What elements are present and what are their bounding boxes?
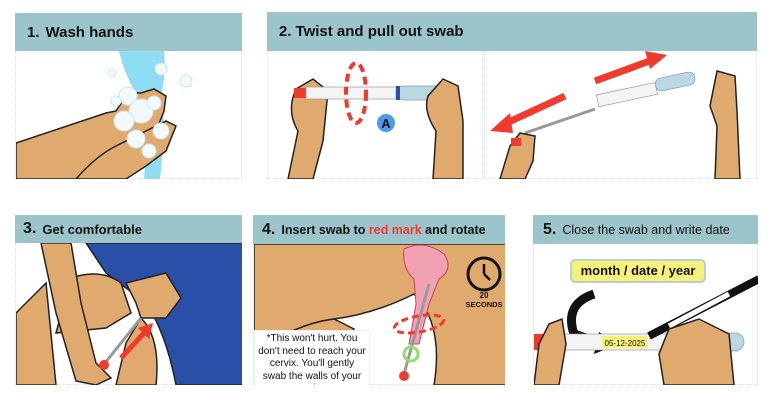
step-title-highlight: red mark: [368, 222, 422, 237]
step-1-panel: 1. Wash hands: [15, 13, 242, 179]
svg-text:SECONDS: SECONDS: [465, 300, 502, 309]
twist-swab-illustration: A: [267, 51, 483, 179]
step-number: 5.: [543, 220, 557, 238]
rotate-arrow-icon: [344, 61, 368, 125]
left-arrow-icon: [490, 113, 513, 133]
red-mark-highlight-icon: [402, 345, 420, 363]
step-title: Close the swab and write date: [562, 222, 730, 237]
written-date: 05-12-2025: [605, 339, 646, 348]
step-4-panel: 4. Insert swab to red mark and rotate 20…: [253, 215, 505, 385]
clock-icon: [466, 256, 502, 292]
wash-hands-illustration: [15, 51, 242, 179]
step-2-panel: 2. Twist and pull out swab A: [267, 12, 757, 179]
step-title: Wash hands: [45, 23, 134, 41]
step-2-header: 2. Twist and pull out swab: [267, 12, 757, 51]
step-3-panel: 3. Get comfortable: [15, 215, 242, 385]
step-number: 1.: [27, 23, 40, 41]
date-format-label: month / date / year: [570, 259, 706, 283]
step-1-header: 1. Wash hands: [15, 13, 242, 51]
reassurance-note: *This won't hurt. You don't need to reac…: [254, 330, 370, 385]
up-arrow-icon: [119, 329, 148, 360]
rotate-arrow-icon: [392, 313, 446, 335]
step-title-before: Insert swab to: [281, 222, 369, 237]
write-date-illustration: 05-12-2025 month / date / year: [533, 244, 758, 385]
svg-text:20: 20: [480, 291, 489, 300]
step-number: 4.: [262, 220, 276, 238]
marker-a-badge: [377, 114, 395, 132]
insert-swab-illustration: 20 SECONDS *This won't hurt. You don't n…: [253, 244, 505, 385]
right-arrow-icon: [645, 51, 667, 69]
step-title: Twist and pull out swab: [295, 23, 464, 40]
svg-text:A: A: [381, 116, 391, 131]
step-5-header: 5. Close the swab and write date: [533, 215, 758, 244]
hands-under-water-icon: [16, 51, 193, 179]
step-title: Get comfortable: [42, 221, 143, 237]
step-3-header: 3. Get comfortable: [15, 215, 242, 243]
step-4-header: 4. Insert swab to red mark and rotate: [253, 215, 505, 244]
step-5-panel: 5. Close the swab and write date 05-12-2…: [533, 215, 758, 385]
step-number: 3.: [23, 220, 37, 237]
get-comfortable-illustration: [15, 243, 242, 385]
step-title-after: and rotate: [421, 222, 486, 237]
step-number: 2.: [279, 23, 292, 40]
pull-swab-illustration: [484, 51, 757, 179]
